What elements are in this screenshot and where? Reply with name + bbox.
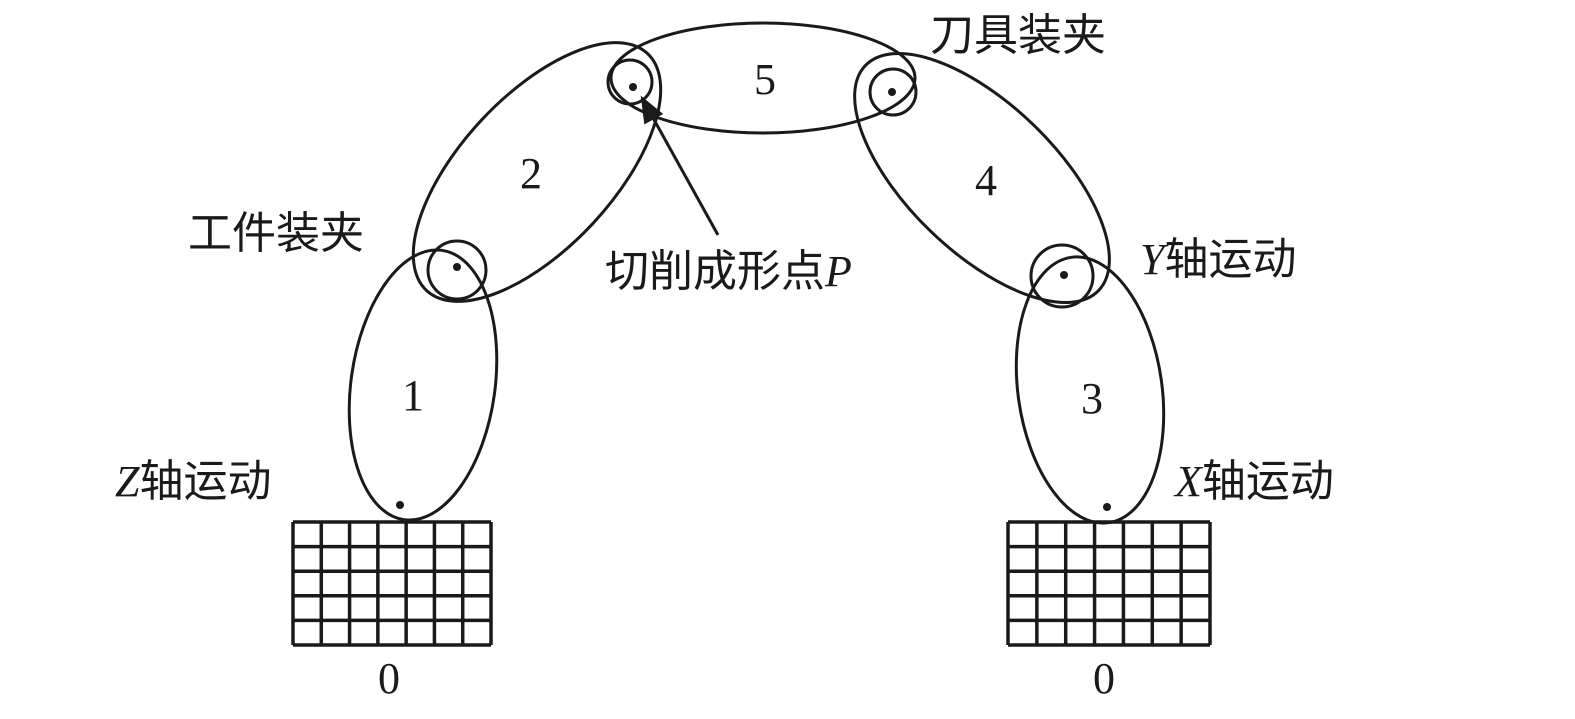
- joint-dots: [396, 83, 1111, 511]
- x-axis-label: X轴运动: [1173, 457, 1334, 506]
- joint-circle: [606, 58, 654, 106]
- link-4-ellipse: [853, 52, 1111, 304]
- link-5-ellipse: [609, 21, 917, 135]
- base-label: 0: [1093, 654, 1115, 703]
- joint-circle: [868, 67, 918, 117]
- joint-circle: [1029, 243, 1095, 309]
- y-axis-label: Y轴运动: [1140, 235, 1296, 284]
- base-grid-right: [1006, 520, 1212, 647]
- link-number: 1: [402, 371, 424, 420]
- z-axis-label: Z轴运动: [115, 457, 271, 506]
- link-2-ellipse: [411, 41, 663, 303]
- link-number: 3: [1081, 374, 1103, 423]
- link-1-ellipse: [347, 248, 499, 522]
- base-grid-left: [291, 520, 493, 647]
- link-number: 2: [520, 149, 542, 198]
- cutting-point-label: 切削成形点P: [605, 247, 852, 296]
- tool-clamp-label: 刀具装夹: [930, 11, 1106, 60]
- link-number: 4: [975, 156, 997, 205]
- joint-circle: [426, 239, 488, 301]
- link-number: 5: [754, 55, 776, 104]
- base-label: 0: [378, 654, 400, 703]
- workpiece-clamp-label: 工件装夹: [188, 209, 364, 258]
- cutting-point-arrow: [640, 95, 720, 236]
